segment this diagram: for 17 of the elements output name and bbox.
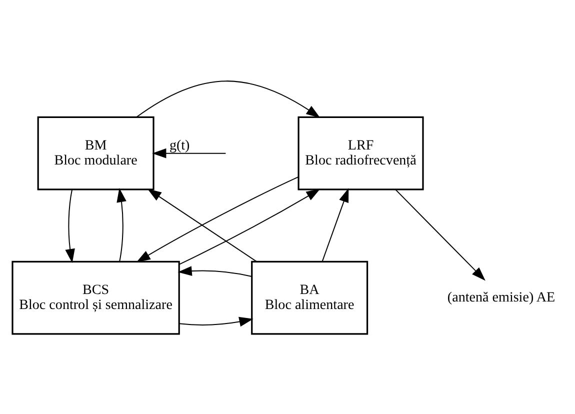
arrow: [395, 188, 486, 280]
node-box: LRF Bloc radiofrecvență: [298, 116, 424, 190]
node-box: BA Bloc alimentare: [251, 260, 368, 334]
arrow: [322, 188, 349, 262]
arrow: [147, 188, 257, 262]
arrow: [178, 188, 320, 264]
arrow: [136, 176, 299, 262]
edge-label: g(t): [169, 137, 190, 154]
arrow: [179, 316, 254, 326]
arrow: [152, 148, 226, 158]
node-text: (antenă emisie) AE: [447, 289, 556, 306]
arrow: [116, 188, 126, 262]
arrow: [65, 188, 75, 263]
arrow: [178, 266, 252, 276]
node-box: BM Bloc modulare: [37, 116, 154, 190]
node-box: BCS Bloc control și semnalizare: [12, 260, 180, 334]
arrow: [136, 80, 320, 118]
